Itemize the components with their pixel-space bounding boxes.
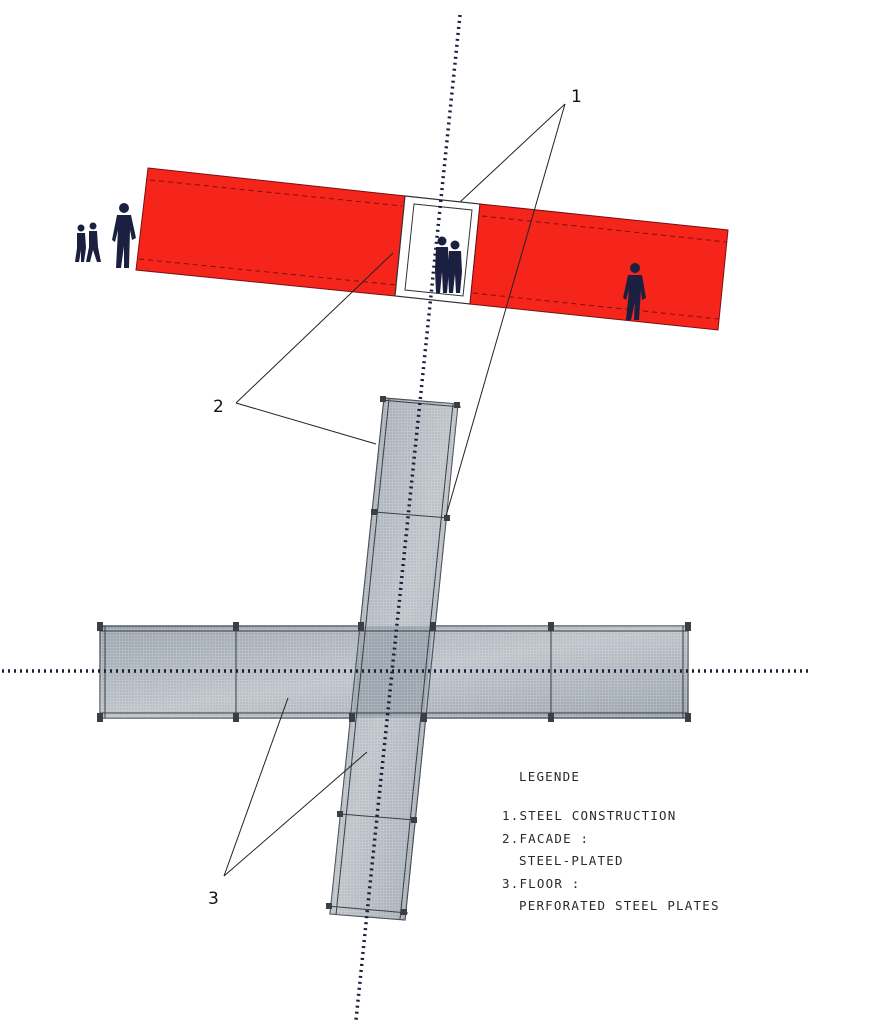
person-silhouette xyxy=(448,240,462,293)
callout-2: 2 xyxy=(213,397,224,417)
legend-item-1: 1.STEEL CONSTRUCTION xyxy=(502,808,677,823)
legend-title: LEGENDE xyxy=(519,769,580,784)
facade-panel-left xyxy=(135,167,406,297)
legend-item-3-detail: PERFORATED STEEL PLATES xyxy=(519,898,720,913)
connector-marks xyxy=(97,396,691,915)
legend: LEGENDE 1.STEEL CONSTRUCTION 2.FACADE : … xyxy=(502,769,720,913)
callout-1: 1 xyxy=(571,87,582,107)
steel-frame-lines xyxy=(100,398,688,920)
person-silhouette xyxy=(435,236,449,293)
legend-item-2: 2.FACADE : xyxy=(502,831,589,846)
leader-lines xyxy=(223,103,566,877)
facade-panel-right xyxy=(469,203,729,331)
facade-dashed-line xyxy=(149,179,403,207)
person-silhouette xyxy=(75,224,86,262)
plan-view xyxy=(97,396,691,921)
legend-item-3: 3.FLOOR : xyxy=(502,876,581,891)
elevation-view xyxy=(75,167,729,331)
person-silhouette xyxy=(86,222,101,262)
facade-dashed-line xyxy=(138,258,397,286)
vertical-axis-dotted xyxy=(354,14,462,1021)
callout-3: 3 xyxy=(208,889,219,909)
steel-frame-bay-inner xyxy=(404,203,473,297)
legend-item-2-detail: STEEL-PLATED xyxy=(519,853,624,868)
person-silhouette xyxy=(623,263,646,320)
person-silhouette xyxy=(112,203,136,268)
